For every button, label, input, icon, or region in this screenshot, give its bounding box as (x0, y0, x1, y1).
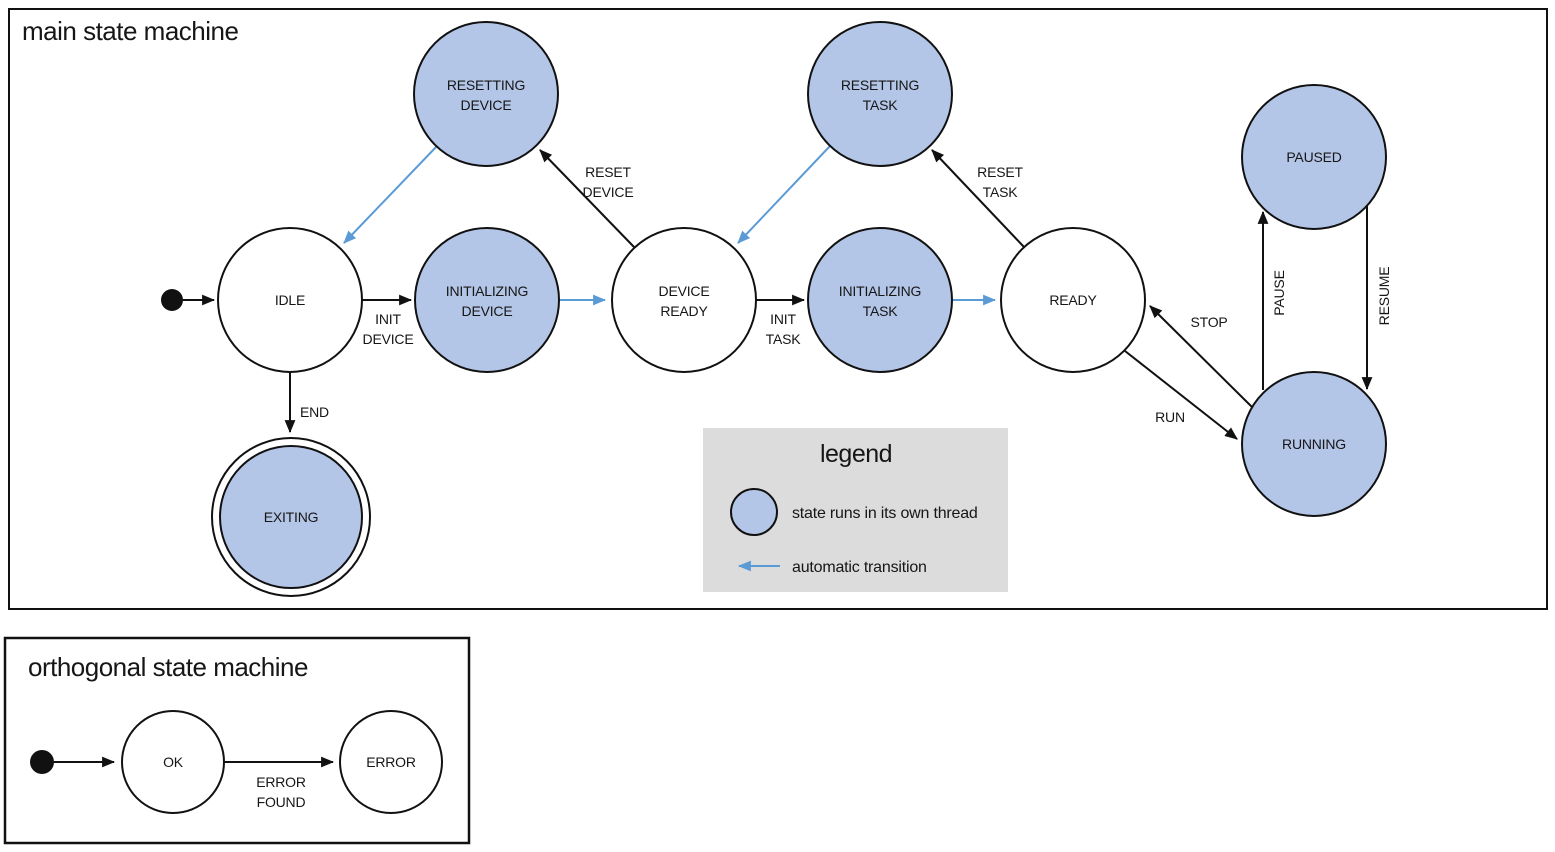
state-device-ready-circle (611, 227, 757, 373)
main-machine-title: main state machine (22, 16, 238, 46)
transition-label-run: RUN (1155, 409, 1185, 425)
state-ready: READY (1000, 227, 1146, 373)
transition-label-resume: RESUME (1376, 267, 1392, 326)
transition-label-init-device-line2: DEVICE (363, 331, 414, 347)
state-exiting-inner-circle (219, 445, 363, 589)
transition-label-reset-device: RESET DEVICE (583, 164, 634, 200)
state-running-label: RUNNING (1282, 436, 1346, 452)
transition-label-error-found-line2: FOUND (257, 794, 306, 810)
legend: legend state runs in its own thread auto… (703, 428, 1008, 592)
auto-transition-resettask-to-deviceready (737, 145, 831, 244)
transition-label-stop: STOP (1190, 314, 1227, 330)
state-resetting-task-label-line2: TASK (863, 97, 899, 113)
state-paused-circle (1241, 84, 1387, 230)
state-error-circle (339, 710, 443, 814)
state-initializing-device-circle (414, 227, 560, 373)
transition-label-init-task: INIT TASK (766, 311, 802, 347)
transition-label-reset-device-line2: DEVICE (583, 184, 634, 200)
state-running: RUNNING (1241, 371, 1387, 517)
initial-state-dot (161, 289, 183, 311)
orthogonal-machine-title: orthogonal state machine (28, 652, 308, 682)
state-idle: IDLE (217, 227, 363, 373)
state-resetting-device-label-line1: RESETTING (447, 77, 525, 93)
state-exiting-label: EXITING (264, 509, 319, 525)
main-state-machine: main state machine INIT DEVICE RESET DEV… (8, 8, 1548, 610)
state-initializing-device-label-line2: DEVICE (462, 303, 513, 319)
state-error-label: ERROR (366, 754, 416, 770)
transition-label-reset-task-line2: TASK (983, 184, 1019, 200)
transition-label-init-device-line1: INIT (375, 311, 401, 327)
state-initializing-task-label-line1: INITIALIZING (839, 283, 921, 299)
state-ok-label: OK (163, 754, 184, 770)
orthogonal-state-machine: orthogonal state machine ERROR FOUND OK … (3, 636, 471, 845)
legend-title: legend (820, 440, 892, 468)
state-idle-circle (217, 227, 363, 373)
state-resetting-task: RESETTING TASK (807, 21, 953, 167)
transition-reset-device (539, 149, 635, 248)
transition-label-init-device: INIT DEVICE (363, 311, 414, 347)
transition-label-reset-task: RESET TASK (977, 164, 1024, 200)
state-resetting-device: RESETTING DEVICE (413, 21, 559, 167)
transition-label-init-task-line1: INIT (770, 311, 796, 327)
state-ready-circle (1000, 227, 1146, 373)
state-running-circle (1241, 371, 1387, 517)
transition-label-reset-device-line1: RESET (585, 164, 631, 180)
transition-label-end: END (300, 404, 329, 420)
state-initializing-device: INITIALIZING DEVICE (414, 227, 560, 373)
state-device-ready: DEVICE READY (611, 227, 757, 373)
state-exiting-final: EXITING (211, 437, 371, 597)
state-device-ready-label-line1: DEVICE (659, 283, 710, 299)
state-paused: PAUSED (1241, 84, 1387, 230)
state-initializing-task-label-line2: TASK (863, 303, 899, 319)
state-resetting-task-circle (807, 21, 953, 167)
transition-label-reset-task-line1: RESET (977, 164, 1023, 180)
transition-label-init-task-line2: TASK (766, 331, 802, 347)
state-device-ready-label-line2: READY (660, 303, 708, 319)
transition-label-error-found-line1: ERROR (256, 774, 306, 790)
state-resetting-device-label-line2: DEVICE (461, 97, 512, 113)
transition-label-pause: PAUSE (1271, 270, 1287, 315)
state-error: ERROR (339, 710, 443, 814)
state-idle-label: IDLE (275, 292, 305, 308)
state-initializing-task-circle (807, 227, 953, 373)
state-ok-circle (121, 710, 225, 814)
transition-reset-task (931, 149, 1025, 248)
transition-label-error-found: ERROR FOUND (256, 774, 306, 810)
state-ok: OK (121, 710, 225, 814)
legend-automatic-label: automatic transition (792, 559, 927, 576)
ortho-initial-state-dot (30, 750, 54, 774)
legend-thread-label: state runs in its own thread (792, 505, 978, 522)
legend-thread-state-swatch (730, 488, 778, 536)
state-initializing-device-label-line1: INITIALIZING (446, 283, 528, 299)
auto-transition-resetdevice-to-idle (343, 145, 438, 244)
state-resetting-device-circle (413, 21, 559, 167)
state-paused-label: PAUSED (1286, 149, 1341, 165)
transition-run (1124, 350, 1238, 440)
state-ready-label: READY (1049, 292, 1097, 308)
state-resetting-task-label-line1: RESETTING (841, 77, 919, 93)
state-initializing-task: INITIALIZING TASK (807, 227, 953, 373)
transition-stop (1149, 305, 1253, 408)
